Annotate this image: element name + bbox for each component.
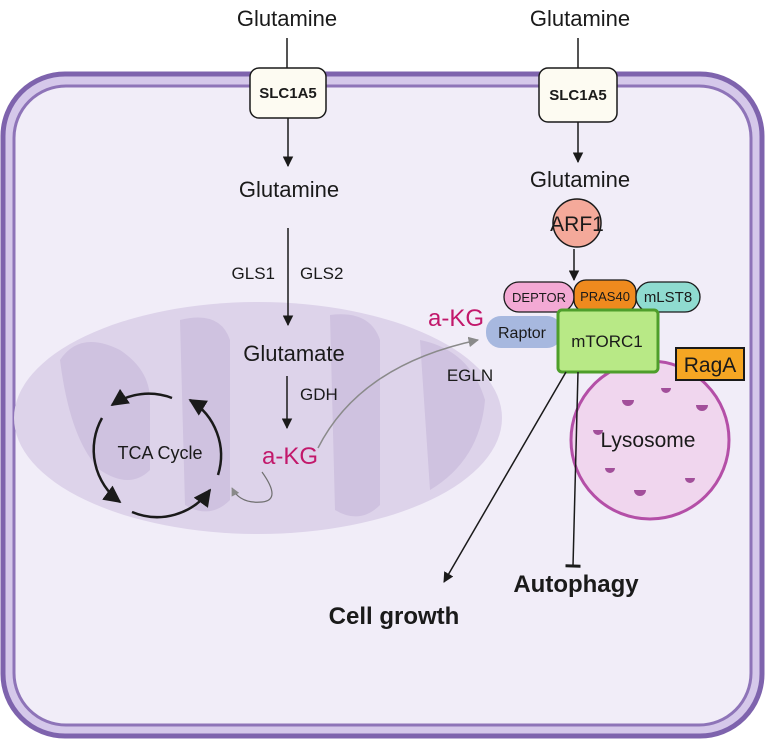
deptor-label: DEPTOR (512, 290, 566, 305)
right-internal-glutamine: Glutamine (530, 167, 630, 192)
gdh-label: GDH (300, 385, 338, 404)
raga: RagA (675, 347, 745, 381)
left-internal-glutamine: Glutamine (239, 177, 339, 202)
left-external-glutamine: Glutamine (237, 6, 337, 31)
gls2-label: GLS2 (300, 264, 343, 283)
raptor-label: Raptor (498, 325, 547, 342)
mtorc1: mTORC1 (556, 308, 660, 374)
inhibition-autophagy (565, 371, 581, 568)
right-akg-label: a-KG (428, 305, 484, 332)
mlst8-label: mLST8 (644, 289, 692, 306)
arf1: ARF1 (550, 198, 604, 248)
left-pathway: Glutamine SLC1A5 Glutamine GLS1 GLS2 Glu… (231, 6, 345, 503)
egln-label: EGLN (447, 366, 493, 385)
raga-label: RagA (684, 354, 737, 377)
mlst8: mLST8 (635, 281, 701, 313)
right-pathway: Glutamine SLC1A5 Glutamine ARF1 a-KG EGL… (317, 6, 701, 630)
lysosome-label: Lysosome (601, 429, 696, 452)
arrow-akg-to-raptor (317, 336, 480, 449)
arf1-label: ARF1 (550, 213, 604, 236)
tca-cycle: TCA Cycle (92, 388, 223, 519)
pras40: PRAS40 (573, 279, 637, 313)
left-akg-label: a-KG (262, 443, 318, 470)
right-slc1a5-transporter: SLC1A5 (538, 67, 618, 123)
cell-growth-label: Cell growth (329, 603, 460, 630)
pras40-label: PRAS40 (580, 289, 630, 304)
mitochondrion (14, 302, 502, 534)
tca-cycle-label: TCA Cycle (117, 443, 202, 463)
arrow-to-cell-growth (443, 371, 567, 583)
autophagy-label: Autophagy (513, 571, 639, 598)
lysosome-granules (593, 388, 708, 496)
right-slc1a5-label: SLC1A5 (549, 87, 607, 104)
mtorc1-complex: DEPTOR PRAS40 mLST8 Raptor mTORC1 (486, 279, 701, 374)
deptor: DEPTOR (503, 281, 575, 313)
lysosome: Lysosome (569, 359, 731, 521)
left-slc1a5-transporter: SLC1A5 (249, 67, 327, 119)
arrow-akg-to-tca (231, 471, 273, 503)
glutamate-label: Glutamate (243, 341, 345, 366)
right-external-glutamine: Glutamine (530, 6, 630, 31)
raptor: Raptor (486, 316, 562, 348)
mtorc1-label: mTORC1 (571, 332, 642, 351)
gls1-label: GLS1 (232, 264, 275, 283)
left-slc1a5-label: SLC1A5 (259, 85, 317, 102)
